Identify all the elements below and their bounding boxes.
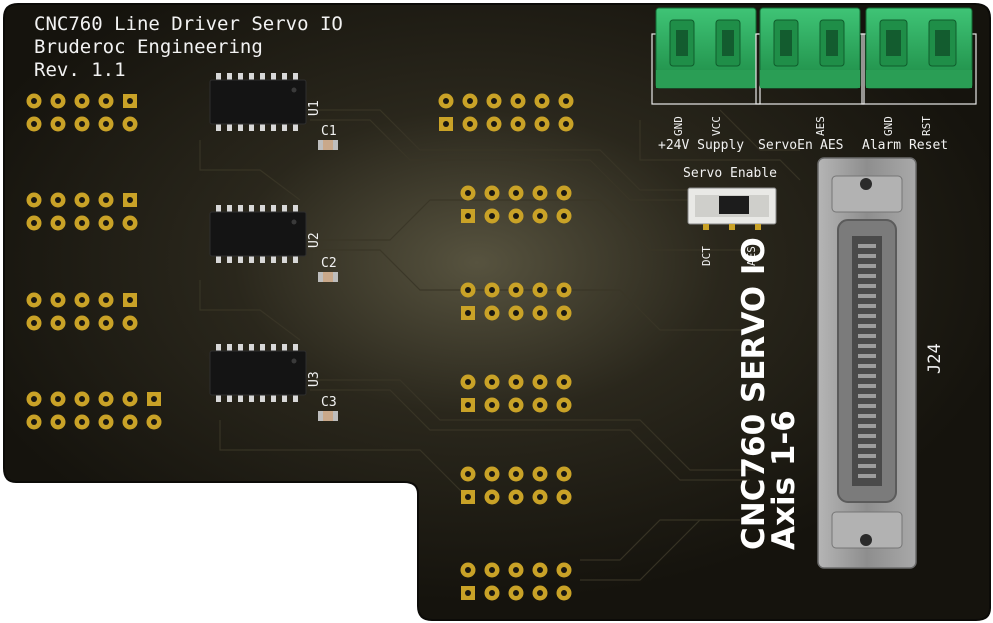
terminal-block-3[interactable]: GND RST Alarm Reset: [861, 7, 977, 153]
pin-header-center-5: [460, 466, 572, 505]
pin-header-center-1: [438, 93, 574, 132]
ic-body: [209, 350, 307, 396]
ic-ref-label: U1: [307, 100, 322, 116]
terminal-caption: ServoEn: [758, 138, 813, 153]
servo-enable-switch[interactable]: Servo Enable DCT AES: [683, 166, 777, 266]
pin-header-center-3: [460, 282, 572, 321]
title-line-1: CNC760 Line Driver Servo IO: [34, 13, 343, 35]
title-line-3: Rev. 1.1: [34, 59, 126, 81]
ic-body: [209, 79, 307, 125]
cap-ref-label: C2: [321, 256, 337, 271]
switch-title: Servo Enable: [683, 166, 777, 181]
j24-connector: J24: [817, 157, 945, 569]
connector-ref: J24: [925, 343, 945, 374]
switch-right-label: AES: [745, 246, 758, 266]
ic-body: [209, 211, 307, 257]
cap-ref-label: C3: [321, 395, 337, 410]
terminal-caption: Alarm Reset: [862, 138, 948, 153]
pin-header-center-2: [460, 185, 572, 224]
title-line-2: Bruderoc Engineering: [34, 36, 263, 58]
cap-ref-label: C1: [321, 124, 337, 139]
pin-header-left-4: [26, 391, 162, 430]
terminal-pin-label: GND: [672, 116, 685, 136]
board-title: CNC760 Line Driver Servo IO Bruderoc Eng…: [34, 13, 343, 81]
terminal-pin-label: AES: [814, 116, 827, 136]
servo-io-label: CNC760 SERVO IO Axis 1-6: [736, 237, 802, 550]
left-pin-headers: [26, 93, 162, 430]
switch-knob[interactable]: [719, 196, 749, 214]
terminal-caption: +24V Supply: [658, 138, 744, 153]
terminal-pin-label: VCC: [710, 116, 723, 136]
pin-header-center-4: [460, 374, 572, 413]
pin-header-center-6: [460, 562, 572, 601]
ic-ref-label: U3: [307, 371, 322, 387]
servo-label-line-2: Axis 1-6: [766, 410, 802, 550]
terminal-pin-label: RST: [920, 116, 933, 136]
switch-left-label: DCT: [700, 246, 713, 266]
terminal-pin-label: GND: [882, 116, 895, 136]
terminal-pin-label: AES: [820, 138, 843, 153]
pin-header-left-2: [26, 192, 138, 231]
terminal-block-1[interactable]: GND VCC +24V Supply: [651, 7, 761, 153]
center-pin-headers: [438, 93, 574, 601]
pin-header-left-3: [26, 292, 138, 331]
pin-header-left-1: [26, 93, 138, 132]
ic-ref-label: U2: [307, 232, 322, 248]
servo-label-line-1: CNC760 SERVO IO: [736, 237, 772, 550]
